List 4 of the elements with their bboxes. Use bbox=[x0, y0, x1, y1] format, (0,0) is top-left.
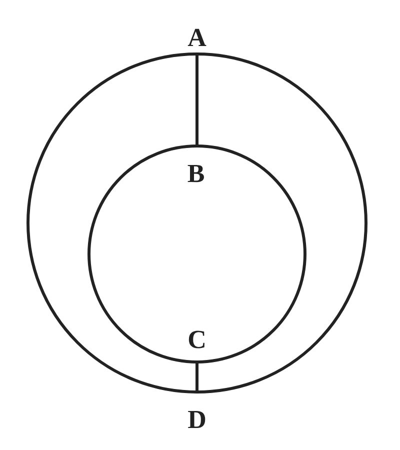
point-label: D bbox=[188, 407, 206, 433]
point-label: C bbox=[188, 327, 206, 353]
point-label: B bbox=[187, 161, 205, 187]
point-label: A bbox=[188, 25, 206, 51]
